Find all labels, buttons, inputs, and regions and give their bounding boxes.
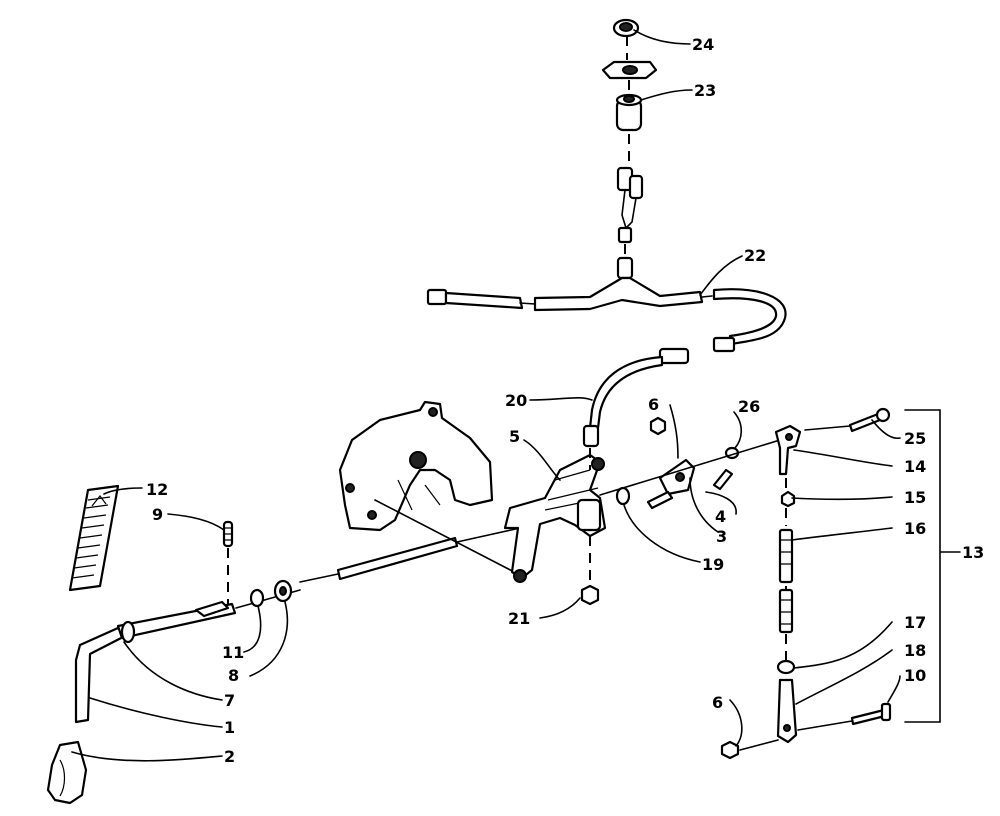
callout-7: 7 [224,691,235,710]
group-bracket-13 [904,409,961,723]
callout-26: 26 [738,397,760,416]
part-13-rod-assembly [720,407,892,760]
part-gasket-plate [601,60,658,80]
callout-25: 25 [904,429,926,448]
part-shaft [299,499,521,583]
callout-2: 2 [224,747,235,766]
leader-lines [71,29,901,762]
callout-19: 19 [702,555,724,574]
callout-5: 5 [509,427,520,446]
callout-21: 21 [508,609,530,628]
part-22-harness [426,276,787,353]
callout-23: 23 [694,81,716,100]
callout-17: 17 [904,613,926,632]
part-23-switch [615,93,643,132]
callout-22: 22 [744,246,766,265]
part-3-clevis [646,458,696,510]
callout-3: 3 [716,527,727,546]
callout-13: 13 [962,543,984,562]
part-21-nut [580,584,600,606]
callout-4: 4 [715,507,726,526]
callout-8: 8 [228,666,239,685]
alignment-line [599,439,781,496]
part-6-nut-upper [649,416,667,436]
part-8-hole [279,586,287,596]
callout-labels: 24 23 22 20 5 6 26 25 14 15 16 13 4 3 19… [146,35,984,766]
part-19-washer [615,486,631,506]
callout-20: 20 [505,391,527,410]
callout-11: 11 [222,643,244,662]
part-2-grip [46,740,88,805]
part-9-spring [222,520,234,604]
part-12-decal [68,484,120,592]
part-5-lever [503,453,607,583]
callout-16: 16 [904,519,926,538]
callout-24: 24 [692,35,714,54]
callout-10: 10 [904,666,926,685]
part-bracket-plate [338,400,494,532]
callout-14: 14 [904,457,926,476]
callout-6-lower: 6 [712,693,723,712]
part-24-cap [612,18,640,38]
callout-12: 12 [146,480,168,499]
part-1-handle [74,589,301,724]
part-4-pin [712,468,734,491]
switch-connectors [616,166,644,280]
callout-15: 15 [904,488,926,507]
callout-9: 9 [152,505,163,524]
callout-6-upper: 6 [648,395,659,414]
callout-1: 1 [224,718,235,737]
part-11-washer [249,588,265,608]
assembly-axis-upper [626,36,630,165]
callout-18: 18 [904,641,926,660]
part-20-cable [582,347,690,448]
